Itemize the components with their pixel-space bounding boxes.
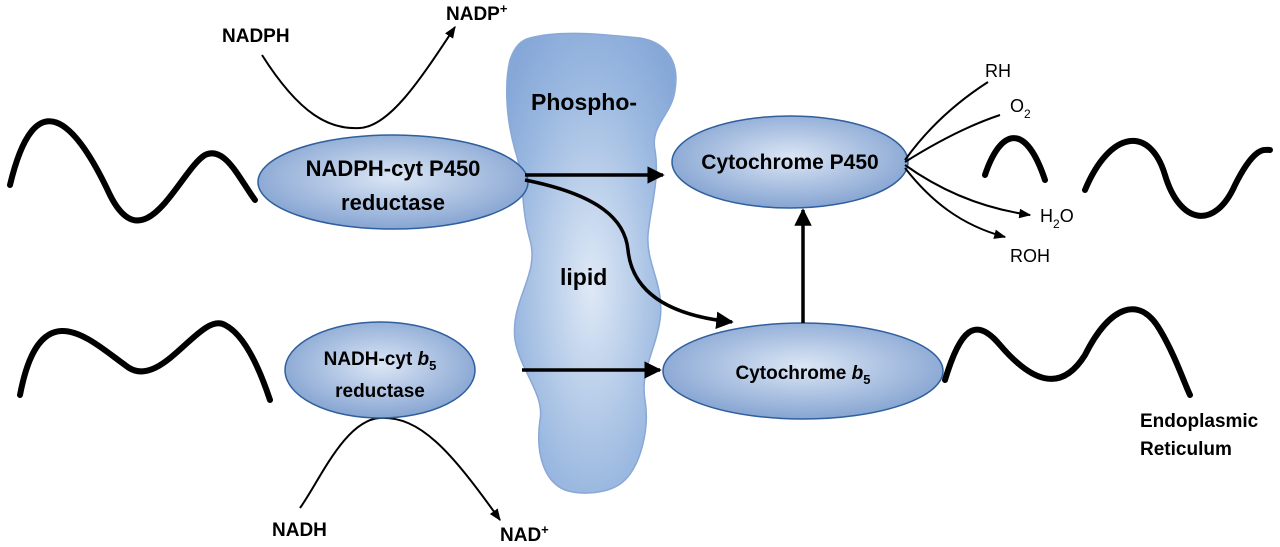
nadh-b5-reductase-line1: NADH-cyt b5 bbox=[324, 349, 437, 373]
er-label-line1: Endoplasmic bbox=[1140, 411, 1259, 432]
line-roh bbox=[904, 167, 1007, 239]
rh-label: RH bbox=[985, 61, 1011, 81]
nadh-b5-reductase-line2: reductase bbox=[335, 381, 425, 402]
nadph-label: NADPH bbox=[222, 26, 290, 47]
cytochrome-p450-oval bbox=[671, 115, 909, 209]
membrane-wave-top-right bbox=[1082, 137, 1273, 219]
line-o2 bbox=[904, 114, 1001, 163]
nadph-p450-reductase-line1: NADPH-cyt P450 bbox=[306, 156, 481, 181]
nadph-curve bbox=[261, 25, 456, 130]
line-rh bbox=[904, 81, 989, 161]
membrane-wave-top-left bbox=[7, 118, 258, 224]
nadph-p450-reductase-line2: reductase bbox=[341, 190, 445, 215]
phospholipid-label-top: Phospho- bbox=[531, 89, 637, 115]
membrane-wave-bottom-left bbox=[17, 320, 273, 403]
phospholipid-label-bottom: lipid bbox=[560, 264, 607, 290]
nadh-label: NADH bbox=[272, 520, 327, 541]
arrow-reductase-to-b5 bbox=[524, 178, 734, 330]
er-label-line2: Reticulum bbox=[1140, 439, 1232, 460]
o2-label: O2 bbox=[1010, 96, 1031, 121]
nad-label: NAD+ bbox=[500, 522, 549, 546]
h2o-label: H2O bbox=[1040, 206, 1074, 231]
cytochrome-b5-label: Cytochrome b5 bbox=[736, 363, 871, 387]
nadh-curve bbox=[299, 416, 501, 521]
cytochrome-p450-label: Cytochrome P450 bbox=[701, 151, 878, 174]
membrane-wave-top-right-small bbox=[982, 135, 1048, 183]
nadp-label: NADP+ bbox=[446, 1, 508, 25]
membrane-wave-bottom-right bbox=[942, 306, 1193, 398]
nadh-b5-reductase-oval bbox=[284, 321, 476, 419]
line-h2o bbox=[904, 164, 1032, 219]
roh-label: ROH bbox=[1010, 246, 1050, 266]
